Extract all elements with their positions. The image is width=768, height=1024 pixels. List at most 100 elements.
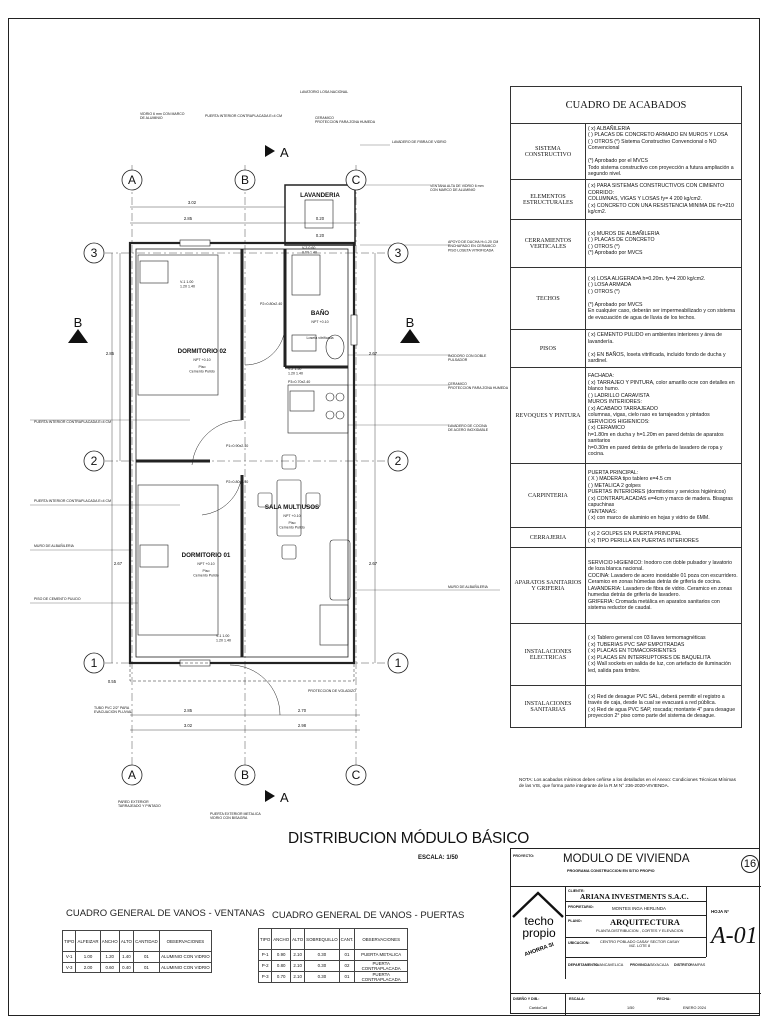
note-muro-right: MURO DE ALBAÑILERIA xyxy=(448,584,489,589)
finishes-description: ( x) 2 GOLPES EN PUERTA PRINCIPAL ( x) T… xyxy=(585,527,742,548)
provincia-label: PROVINCIA: xyxy=(630,963,652,967)
distrito-value: PAMPAS xyxy=(690,963,706,967)
note-muro-left: MURO DE ALBAÑILERIA xyxy=(34,543,75,548)
puertas-cell: 2.10 xyxy=(290,970,306,983)
finishes-category: CERRAJERIA xyxy=(510,527,586,548)
drawing-sheet-border xyxy=(8,18,760,1016)
finishes-note: NOTA: Los acabados mínimos deben ceñirse… xyxy=(519,777,736,788)
ventanas-cell: 0.40 xyxy=(118,961,135,974)
ventanas-header-cell: ALTO xyxy=(118,930,135,952)
axis-b-bottom: B xyxy=(241,768,249,782)
section-b-right-label: B xyxy=(406,315,415,330)
dim-bottom-left: 2.85 xyxy=(184,708,193,713)
ventanas-header-cell: TIPO xyxy=(61,930,77,952)
dim-top-left: 2.85 xyxy=(184,216,193,221)
ventanas-header-cell: ALFEIZAR xyxy=(75,930,101,952)
ventanas-cell: 1.00 xyxy=(75,951,101,963)
note-puerta-top: PUERTA INTERIOR CONTRAPLACADA E=4 CM xyxy=(205,114,282,118)
finishes-description: ( x) PARA SISTEMAS CONSTRUCTIVOS CON CIM… xyxy=(585,179,742,220)
floor-plan: A B C A B C 3 2 1 3 2 1 B B A A DORMITOR… xyxy=(30,90,508,820)
puertas-cell: PUERTA CONTRAPLACADA xyxy=(354,959,408,972)
plan-title: DISTRIBUCION MÓDULO BÁSICO xyxy=(288,830,530,847)
finishes-category: TECHOS xyxy=(510,267,586,330)
dim-side-left-a: 2.85 xyxy=(106,351,115,356)
provincia-value: TAYACAJA xyxy=(650,963,669,967)
ventanas-cell: 1.20 xyxy=(99,951,120,963)
opening-p3: P3=0.70x2.40 xyxy=(288,380,310,384)
puertas-cell: 01 xyxy=(338,970,356,983)
propietario-label: PROPIETARIO: xyxy=(568,905,594,909)
ventanas-title: CUADRO GENERAL DE VANOS - VENTANAS xyxy=(66,908,265,919)
programa-value: PROGRAMA CONSTRUCCION EN SITIO PROPIO xyxy=(567,869,655,873)
axis-2-right: 2 xyxy=(395,454,402,468)
proyecto-label: PROYECTO: xyxy=(513,854,535,858)
dim-top-small: 0.20 xyxy=(316,233,325,238)
ventanas-header-cell: ANCHO xyxy=(99,930,120,952)
proyecto-value: MODULO DE VIVIENDA xyxy=(563,853,690,865)
puertas-cell: 02 xyxy=(338,959,356,972)
cliente-value: ARIANA INVESTMENTS S.A.C. xyxy=(580,892,689,901)
ventanas-cell: V-1 xyxy=(61,951,77,963)
finishes-row: CERRAMIENTOS VERTICALES( x) MUROS DE ALB… xyxy=(510,219,742,268)
ventanas-cell: ALUMINIO CON VIDRIO xyxy=(158,961,213,974)
puertas-header-cell: ALTO xyxy=(290,928,306,950)
puertas-cell: 01 xyxy=(338,949,356,961)
dim-top-right: 0.20 xyxy=(316,216,325,221)
finishes-row: INSTALACIONES SANITARIAS( x) Red de desa… xyxy=(510,685,742,728)
axis-c-bottom: C xyxy=(352,768,361,782)
npt-dormitorio-02: NPT +0.10 xyxy=(193,358,210,362)
note-puerta-left-1: PUERTA INTERIOR CONTRAPLACADA E=4 CM xyxy=(34,420,111,424)
note-lavatorio: LAVATORIO LOSA NACIONAL xyxy=(300,90,348,94)
hoja-value: A-01 xyxy=(711,923,758,949)
distrito-label: DISTRITO: xyxy=(674,963,692,967)
plano-value: ARQUITECTURA xyxy=(610,917,680,927)
logo-line-3: AHORRA SI xyxy=(524,942,555,958)
ubicacion-label: UBICACION: xyxy=(568,941,590,945)
puertas-cell: PUERTA METALICA xyxy=(354,949,408,961)
puertas-cell: 0.70 xyxy=(271,970,292,983)
dim-side-left-b: 2.67 xyxy=(114,561,123,566)
finishes-category: CERRAMIENTOS VERTICALES xyxy=(510,219,586,268)
section-a-top-marker xyxy=(265,145,275,157)
finishes-description: ( x) CEMENTO PULIDO en ambientes interio… xyxy=(585,329,742,368)
finishes-row: SISTEMA CONSTRUCTIVO( x) ALBAÑILERIA ( )… xyxy=(510,123,742,180)
note-puerta-left-2: PUERTA INTERIOR CONTRAPLACADA E=4 CM xyxy=(34,499,111,503)
finishes-description: SERVICIO HIGIENICO: Inodoro con doble pu… xyxy=(585,547,742,624)
escala-value: 1/50 xyxy=(627,1006,635,1010)
note-lavadero-fibra: LAVADERO DE FIBRA DE VIDRIO xyxy=(392,140,447,144)
room-bano: BAÑO xyxy=(311,310,329,317)
ventanas-cell: 01 xyxy=(133,951,160,963)
section-b-right-marker xyxy=(400,329,420,343)
finishes-description: ( x) Red de desague PVC SAL, deberá perm… xyxy=(585,685,742,728)
puertas-title: CUADRO GENERAL DE VANOS - PUERTAS xyxy=(272,910,465,921)
room-dormitorio-01: DORMITORIO 01 xyxy=(182,552,231,559)
dim-bottom-right-total: 2.98 xyxy=(298,723,307,728)
diseno-label: DISEÑO Y DIB.: xyxy=(513,997,540,1001)
finishes-category: REVOQUES Y PINTURA xyxy=(510,367,586,464)
note-proteccion-volado: PROTECCION DE VOLADIZO xyxy=(308,689,356,693)
room-lavanderia: LAVANDERIA xyxy=(300,192,340,199)
logo-line-1: techo xyxy=(524,914,554,928)
puertas-cell: P-3 xyxy=(257,970,273,983)
npt-bano: NPT +0.10 xyxy=(311,320,328,324)
finishes-row: PISOS( x) CEMENTO PULIDO en ambientes in… xyxy=(510,329,742,368)
finishes-category: ELEMENTOS ESTRUCTURALES xyxy=(510,179,586,220)
floor-bano: Loseta vitrificada xyxy=(307,336,334,340)
plano-label: PLANO: xyxy=(568,919,582,923)
finishes-category: PISOS xyxy=(510,329,586,368)
diseno-value: CaridoCad xyxy=(529,1006,548,1010)
puertas-cell: 0.90 xyxy=(271,949,292,961)
